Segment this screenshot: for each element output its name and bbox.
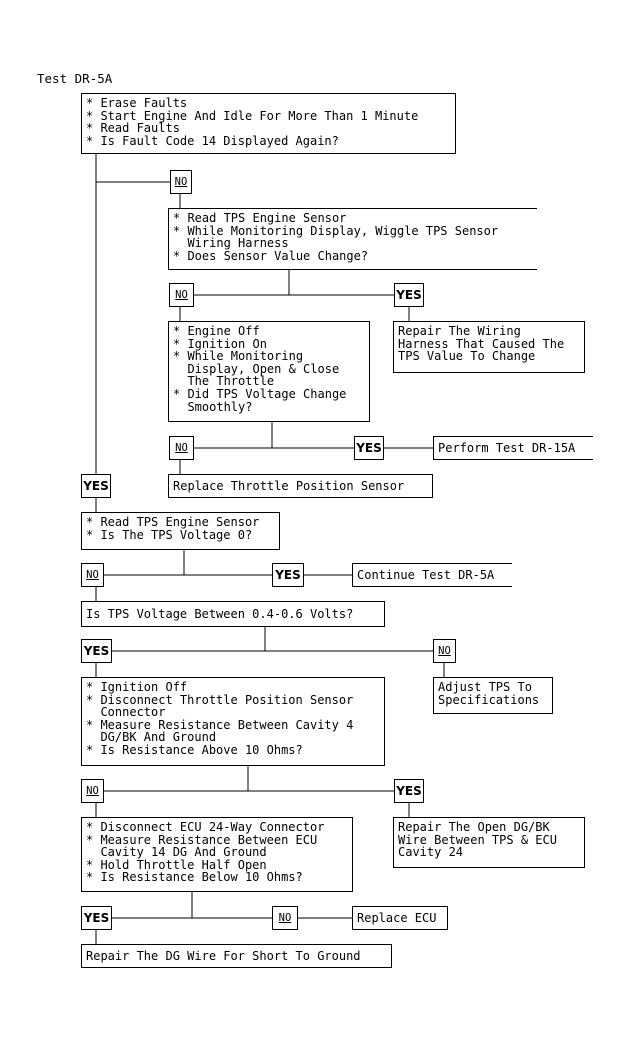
box-line: * Measure Resistance Between ECU: [86, 832, 318, 847]
box-line: * Is Resistance Above 10 Ohms?: [86, 742, 303, 757]
box-line: * Ignition On: [173, 336, 267, 351]
box-line: Replace Throttle Position Sensor: [173, 478, 405, 493]
box-line: * Disconnect ECU 24-Way Connector: [86, 820, 325, 834]
step-measure-resistance-ecu: * Disconnect ECU 24-Way Connector* Measu…: [81, 817, 353, 892]
box-line: Smoothly?: [173, 399, 253, 414]
box-line: Cavity 14 DG And Ground: [86, 845, 267, 860]
box-line: * Read Faults: [86, 121, 180, 136]
box-line: * While Monitoring Display, Wiggle TPS S…: [173, 223, 499, 238]
no-label: NO: [272, 906, 298, 930]
box-line: Wiring Harness: [173, 236, 289, 251]
no-label: NO: [169, 436, 194, 460]
test-title: Test DR-5A: [37, 71, 113, 86]
result-perform-test-dr15a: Perform Test DR-15A: [433, 436, 593, 460]
box-line: Repair The Wiring: [398, 324, 521, 338]
box-line: Wire Between TPS & ECU: [398, 832, 557, 847]
yes-label: YES: [394, 779, 424, 803]
no-label: NO: [81, 563, 104, 587]
yes-label: YES: [354, 436, 384, 460]
result-repair-dg-wire-short: Repair The DG Wire For Short To Ground: [81, 944, 392, 968]
box-line: * Start Engine And Idle For More Than 1 …: [86, 108, 419, 123]
box-line: Harness That Caused The: [398, 336, 565, 351]
step-engine-off-throttle: * Engine Off* Ignition On* While Monitor…: [168, 321, 370, 422]
no-label: NO: [433, 639, 456, 663]
box-line: * Erase Faults: [86, 96, 188, 110]
box-line: * Engine Off: [173, 324, 260, 338]
box-line: * While Monitoring: [173, 349, 304, 364]
box-line: Is TPS Voltage Between 0.4-0.6 Volts?: [86, 606, 354, 621]
yes-label: YES: [394, 283, 424, 307]
no-label: NO: [170, 170, 192, 194]
no-label: NO: [81, 779, 104, 803]
yes-label: YES: [272, 563, 304, 587]
box-line: TPS Value To Change: [398, 349, 536, 364]
box-line: * Is Fault Code 14 Displayed Again?: [86, 133, 339, 148]
no-label: NO: [169, 283, 194, 307]
yes-label: YES: [81, 474, 111, 498]
step-tps-voltage-range: Is TPS Voltage Between 0.4-0.6 Volts?: [81, 601, 385, 627]
box-line: * Measure Resistance Between Cavity 4: [86, 717, 354, 732]
result-replace-tps: Replace Throttle Position Sensor: [168, 474, 433, 498]
box-line: Repair The Open DG/BK: [398, 820, 550, 834]
box-line: Specifications: [438, 692, 540, 707]
box-line: * Read TPS Engine Sensor: [86, 515, 260, 529]
yes-label: YES: [81, 906, 112, 930]
box-line: * Ignition Off: [86, 680, 188, 694]
box-line: Continue Test DR-5A: [357, 567, 495, 582]
box-line: Connector: [86, 705, 166, 720]
box-line: Repair The DG Wire For Short To Ground: [86, 948, 361, 963]
box-line: Cavity 24: [398, 845, 464, 860]
box-line: * Does Sensor Value Change?: [173, 248, 369, 263]
box-line: DG/BK And Ground: [86, 730, 217, 745]
step-read-tps-voltage: * Read TPS Engine Sensor* Is The TPS Vol…: [81, 512, 280, 550]
box-line: Perform Test DR-15A: [438, 440, 576, 455]
result-replace-ecu: Replace ECU: [352, 906, 448, 930]
step-read-tps-wiggle: * Read TPS Engine Sensor* While Monitori…: [168, 208, 537, 270]
step-measure-resistance-cavity4: * Ignition Off* Disconnect Throttle Posi…: [81, 677, 385, 766]
step-erase-faults: * Erase Faults* Start Engine And Idle Fo…: [81, 93, 456, 154]
box-line: Adjust TPS To: [438, 680, 532, 694]
box-line: * Read TPS Engine Sensor: [173, 211, 347, 225]
result-continue-test-dr5a: Continue Test DR-5A: [352, 563, 512, 587]
box-line: * Did TPS Voltage Change: [173, 386, 347, 401]
box-line: * Disconnect Throttle Position Sensor: [86, 692, 354, 707]
box-line: Display, Open & Close: [173, 361, 340, 376]
box-line: * Is Resistance Below 10 Ohms?: [86, 870, 303, 885]
yes-label: YES: [81, 639, 112, 663]
box-line: * Hold Throttle Half Open: [86, 857, 267, 872]
box-line: * Is The TPS Voltage 0?: [86, 527, 253, 542]
box-line: Replace ECU: [357, 910, 437, 925]
box-line: The Throttle: [173, 374, 275, 389]
